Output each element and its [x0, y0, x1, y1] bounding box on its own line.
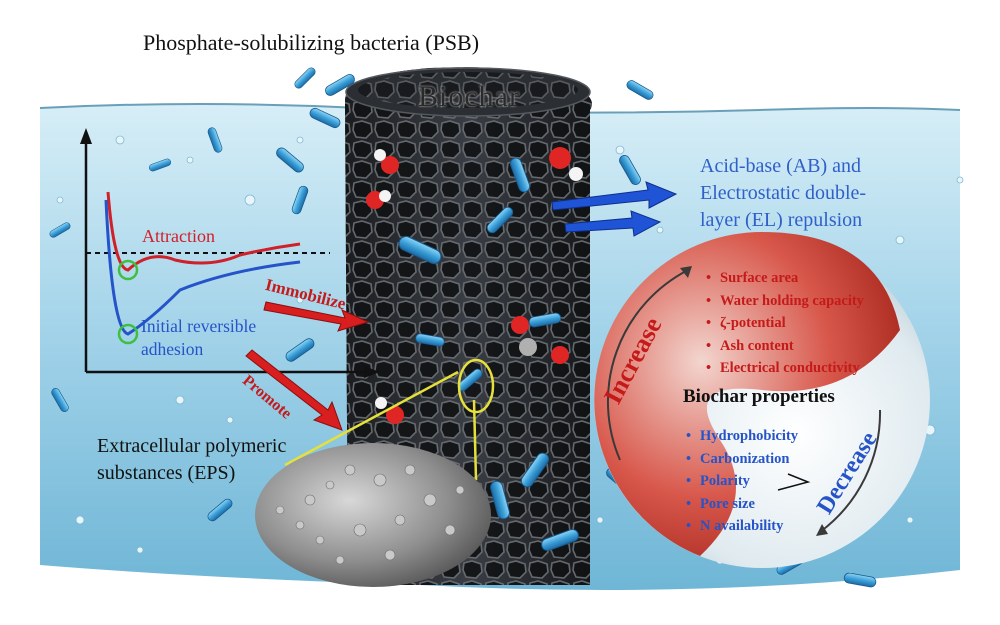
increase-item: Surface area	[706, 267, 864, 290]
eps-micrograph	[255, 358, 495, 587]
increase-item: Ash content	[706, 335, 864, 358]
decrease-item: Pore size	[686, 493, 798, 516]
adhesion-curve	[104, 199, 301, 336]
biochar-label: Biochar	[418, 80, 520, 113]
increase-list: Surface area Water holding capacity ζ-po…	[706, 267, 864, 380]
adhesion-label: Initial reversible adhesion	[141, 316, 257, 359]
increase-item: ζ-potential	[706, 312, 864, 335]
decrease-list: Hydrophobicity Carbonization Polarity Po…	[686, 425, 798, 538]
increase-item: Electrical conductivity	[706, 357, 864, 380]
decrease-item: Polarity	[686, 470, 798, 493]
title: Phosphate-solubilizing bacteria (PSB)	[143, 30, 480, 55]
decrease-item: N availability	[686, 515, 798, 538]
water-molecules	[366, 147, 583, 424]
red-arrows	[245, 301, 370, 431]
biochar-properties-label: Biochar properties	[683, 386, 835, 407]
decrease-item: Hydrophobicity	[686, 425, 798, 448]
decrease-item: Carbonization	[686, 448, 798, 471]
blue-arrows	[551, 181, 678, 237]
energy-graph	[80, 128, 380, 378]
attraction-curve	[106, 191, 301, 272]
increase-item: Water holding capacity	[706, 290, 864, 313]
attraction-label: Attraction	[142, 226, 215, 246]
eps-label: Extracellular polymeric substances (EPS)	[97, 435, 287, 484]
repulsion-label: Acid-base (AB) and Electrostatic double-…	[700, 155, 867, 231]
